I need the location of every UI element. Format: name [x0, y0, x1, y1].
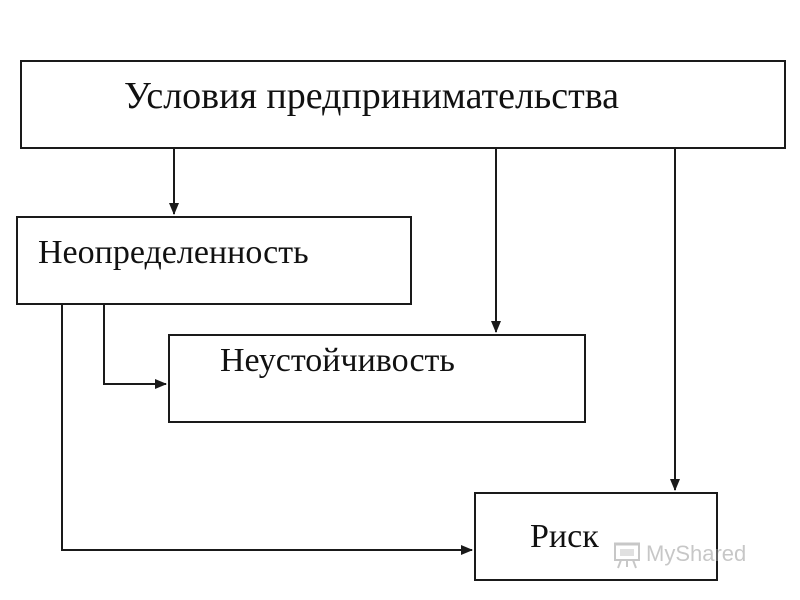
box-risk-label: Риск	[530, 518, 599, 555]
watermark-text: MyShared	[646, 541, 747, 566]
box-uncertainty-label: Неопределенность	[38, 234, 309, 271]
box-uncertainty: Неопределенность	[16, 216, 412, 305]
presentation-board-icon	[612, 539, 642, 569]
box-risk: Риск	[474, 492, 718, 581]
box-instability: Неустойчивость	[168, 334, 586, 423]
box-instability-label: Неустойчивость	[220, 342, 455, 379]
arrow-uncertainty-to-instability	[103, 305, 167, 389]
box-conditions-label: Условия предпринимательства	[124, 75, 620, 117]
box-conditions: Условия предпринимательства	[20, 60, 786, 149]
watermark: MyShared	[612, 536, 746, 572]
